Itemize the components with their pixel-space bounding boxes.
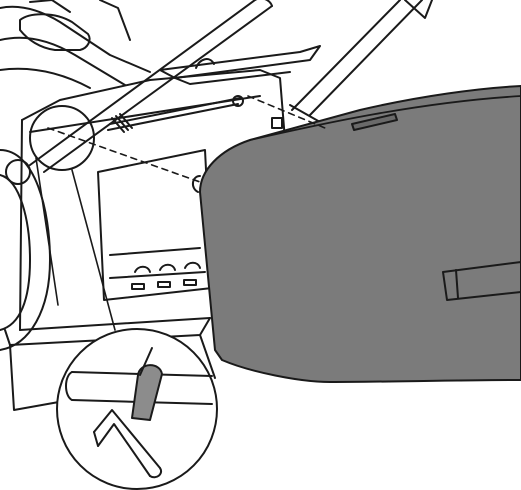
rear-wheel — [0, 149, 51, 351]
grass-bag — [192, 85, 521, 383]
handle-bar — [29, 0, 433, 173]
detail-callout — [29, 105, 218, 490]
rear-flap — [97, 45, 321, 301]
alignment-guides — [47, 95, 326, 183]
magnified-hook — [65, 347, 213, 479]
